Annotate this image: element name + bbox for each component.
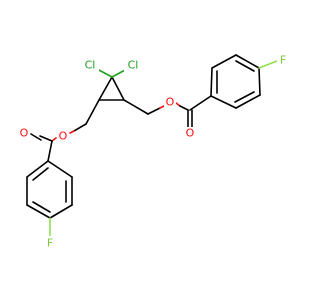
oxygen-ester-label-left: O (59, 130, 68, 143)
oxygen-carbonyl-label-right: O (186, 127, 195, 140)
left-benzene-ring (26, 160, 73, 237)
chlorine-bonds (96, 68, 128, 78)
atom-labels: Cl Cl O O F O O F (18, 54, 289, 250)
right-benzene-ring (210, 54, 278, 109)
oxygen-carbonyl-label-left: O (20, 127, 29, 140)
left-ester-arm (30, 99, 100, 162)
chlorine-atom-label-left: Cl (85, 59, 96, 72)
cyclopropane-ring (98, 76, 125, 101)
fluorine-label-left: F (47, 237, 53, 250)
fluorine-label-right: F (280, 54, 286, 67)
chlorine-atom-label-right: Cl (128, 59, 139, 72)
oxygen-ester-label-right: O (166, 96, 175, 109)
right-ester-arm (123, 95, 212, 128)
molecule-structure-diagram: Cl Cl O O F O O F (18, 53, 289, 250)
